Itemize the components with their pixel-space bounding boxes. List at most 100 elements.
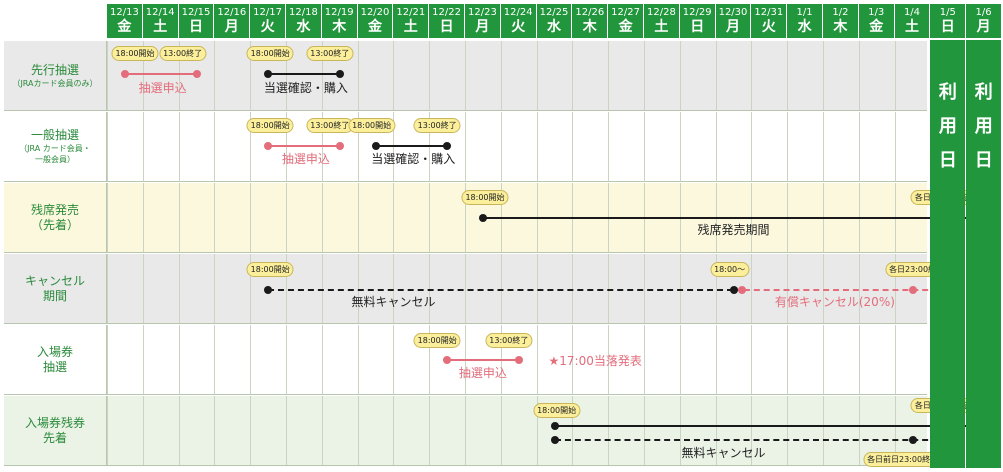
grid-line <box>787 254 789 323</box>
date-text: 12/16 <box>217 7 247 18</box>
grid-line <box>465 183 466 252</box>
grid-line <box>142 254 144 323</box>
grid-line <box>465 254 466 323</box>
grid-line <box>214 112 216 181</box>
grid-line <box>214 254 216 323</box>
grid-line <box>787 41 789 110</box>
weekday-text: 水 <box>546 19 561 35</box>
weekday-text: 土 <box>904 19 919 35</box>
grid-line <box>465 396 466 465</box>
grid-line <box>286 396 287 465</box>
grid-line <box>858 254 860 323</box>
date-text: 1/6 <box>975 7 992 18</box>
grid-line <box>178 396 180 465</box>
row-title: 入場券残券 先着 <box>24 415 85 445</box>
weekday-text: 木 <box>833 19 848 35</box>
grid-line <box>321 41 323 110</box>
grid-line <box>894 41 896 110</box>
grid-line <box>357 325 359 394</box>
grid-line <box>572 112 574 181</box>
grid-line <box>751 254 753 323</box>
grid-line <box>608 396 610 465</box>
period-label: 残席発売期間 <box>697 223 770 237</box>
period-line <box>268 289 734 291</box>
grid-line <box>107 183 108 252</box>
grid-line <box>321 254 323 323</box>
grid-line <box>429 254 431 323</box>
timeline-dot <box>264 70 273 78</box>
timeline-dot <box>737 286 746 294</box>
date-text: 12/19 <box>324 7 354 18</box>
timeline-dot <box>908 436 917 444</box>
timeline-dot <box>192 70 201 78</box>
time-badge: 18:00開始 <box>461 190 509 205</box>
weekday-text: 日 <box>439 19 454 35</box>
grid-line <box>679 396 681 465</box>
grid-line <box>178 254 180 323</box>
grid-line <box>751 396 753 465</box>
grid-line <box>858 41 860 110</box>
use-day-char: 用 <box>974 116 993 137</box>
period-label: 抽選申込 <box>138 81 187 95</box>
weekday-text: 月 <box>475 19 490 35</box>
row-label: 残席発売 （先着） <box>4 183 107 252</box>
weekday-text: 木 <box>582 19 597 35</box>
weekday-text: 金 <box>869 19 884 35</box>
time-badge: 18:00開始 <box>413 333 461 348</box>
period-line <box>554 439 949 441</box>
grid-line <box>858 325 860 394</box>
grid-line <box>107 112 108 181</box>
row-title: 先行抽選 <box>30 62 79 77</box>
grid-line <box>142 183 144 252</box>
date-text: 12/13 <box>109 7 139 18</box>
grid-line <box>751 112 753 181</box>
grid-line <box>357 41 359 110</box>
time-badge: 18:00開始 <box>246 262 294 277</box>
grid-line <box>178 325 180 394</box>
grid-line <box>357 254 359 323</box>
grid-line <box>250 183 252 252</box>
row-label: 一般抽選 （JRA カード会員・ 一般会員） <box>4 112 107 181</box>
grid-line <box>679 325 681 394</box>
grid-line <box>644 396 645 465</box>
weekday-text: 月 <box>976 19 991 35</box>
date-text: 1/5 <box>939 7 956 18</box>
grid-line <box>214 396 216 465</box>
grid-line <box>429 325 431 394</box>
grid-line <box>608 325 610 394</box>
row-title: 一般抽選 <box>30 128 79 142</box>
grid-line <box>715 112 717 181</box>
grid-line <box>178 41 180 110</box>
period-label: 当選確認・購入 <box>263 81 348 95</box>
grid-line <box>465 41 466 110</box>
use-day-char: 利 <box>938 82 957 103</box>
timeline-dot <box>120 70 129 78</box>
weekday-text: 火 <box>260 19 275 35</box>
date-text: 12/25 <box>539 7 569 18</box>
grid-line <box>894 112 896 181</box>
period-label: 当選確認・購入 <box>371 152 456 166</box>
date-text: 12/28 <box>646 7 676 18</box>
timeline-dot <box>550 436 559 444</box>
timeline-dot <box>264 286 273 294</box>
period-label: ★17:00当落発表 <box>548 354 642 368</box>
row-subtitle: （JRA カード会員・ 一般会員） <box>19 144 91 164</box>
grid-line <box>142 325 144 394</box>
row-title: 入場券 抽選 <box>36 344 73 374</box>
grid-line <box>608 112 610 181</box>
period-line <box>268 145 340 147</box>
weekday-text: 水 <box>296 19 311 35</box>
weekday-text: 金 <box>618 19 633 35</box>
grid-line <box>286 325 287 394</box>
grid-line <box>536 41 538 110</box>
grid-line <box>393 325 395 394</box>
